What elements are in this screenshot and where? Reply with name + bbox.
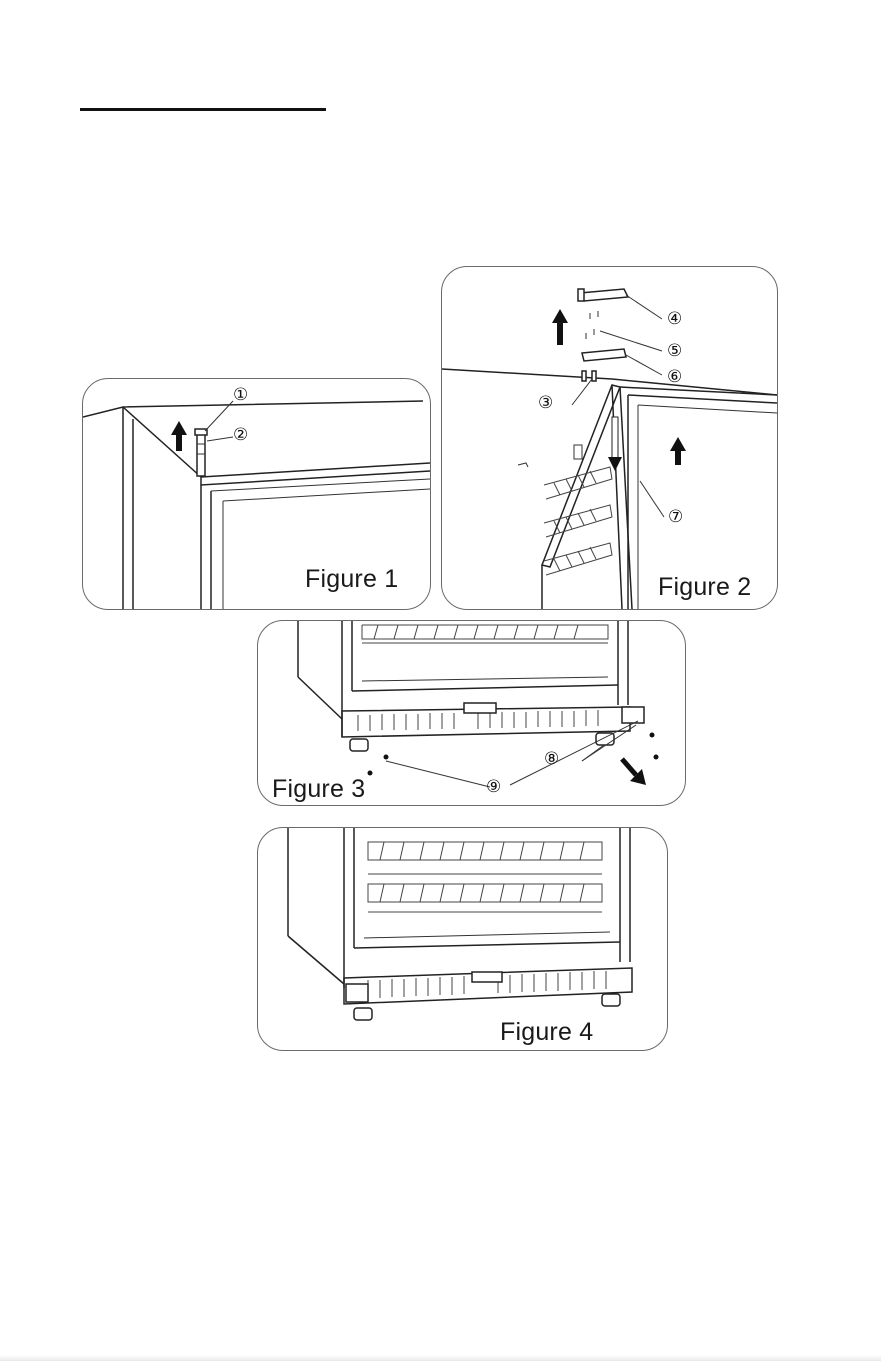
- figure-4-panel: Figure 4: [257, 827, 668, 1051]
- callout-3: ③: [538, 393, 553, 413]
- callout-2: ②: [233, 425, 248, 445]
- figure-2-panel: ④ ⑤ ⑥ ③ ⑦ Figure 2: [441, 266, 778, 610]
- arrow-down-right-icon: [622, 759, 646, 785]
- figure-2-illustration: [442, 267, 777, 609]
- figure-1-panel: ① ② Figure 1: [82, 378, 431, 610]
- figure-4-illustration: [258, 828, 667, 1050]
- callout-9: ⑨: [486, 777, 501, 797]
- figure-4-label: Figure 4: [500, 1018, 593, 1047]
- arrow-up-icon: [552, 309, 568, 345]
- callout-7: ⑦: [668, 507, 683, 527]
- callout-4: ④: [667, 309, 682, 329]
- callout-1: ①: [233, 385, 248, 405]
- arrow-up-icon: [171, 421, 187, 451]
- figure-2-label: Figure 2: [658, 573, 751, 602]
- arrow-up-icon: [670, 437, 686, 465]
- figure-3-label: Figure 3: [272, 775, 365, 804]
- callout-8: ⑧: [544, 749, 559, 769]
- section-heading-underline: [80, 108, 326, 111]
- callout-5: ⑤: [667, 341, 682, 361]
- figure-3-panel: ⑧ ⑨ Figure 3: [257, 620, 686, 806]
- figure-1-label: Figure 1: [305, 565, 398, 594]
- page-bottom-edge: [0, 1355, 881, 1361]
- callout-6: ⑥: [667, 367, 682, 387]
